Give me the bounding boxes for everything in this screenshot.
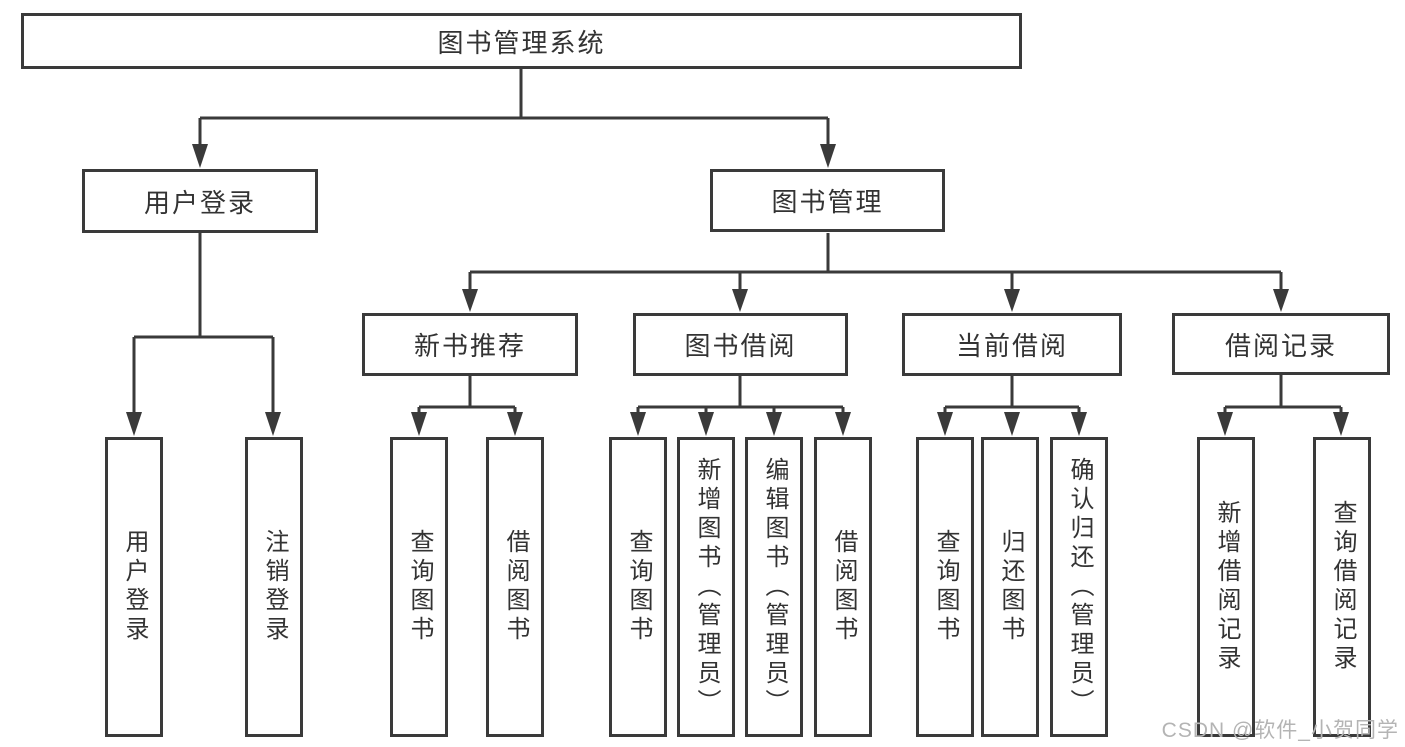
leaf-query-books: 查询图书 — [390, 437, 448, 737]
leaf-label: 查询图书 — [932, 529, 959, 645]
leaf-edit-books-admin: 编辑图书（管理员） — [745, 437, 803, 737]
leaf-label: 借阅图书 — [830, 529, 857, 645]
node-label: 图书管理 — [771, 187, 884, 217]
leaf-query-borrow-record: 查询借阅记录 — [1313, 437, 1371, 737]
node-label: 图书管理系统 — [437, 27, 606, 58]
node-label: 借阅记录 — [1224, 330, 1337, 361]
leaf-label: 查询图书 — [625, 529, 652, 645]
leaf-label: 用户登录 — [121, 529, 148, 645]
node-label: 用户登录 — [143, 187, 256, 218]
node-user-login: 用户登录 — [82, 169, 318, 233]
leaf-user-login: 用户登录 — [105, 437, 163, 737]
leaf-add-borrow-record: 新增借阅记录 — [1197, 437, 1255, 737]
leaf-label: 新增借阅记录 — [1213, 500, 1240, 674]
leaf-query-books: 查询图书 — [916, 437, 974, 737]
node-label: 新书推荐 — [413, 331, 526, 361]
node-new-book-recommend: 新书推荐 — [362, 313, 578, 376]
node-borrow-records: 借阅记录 — [1172, 313, 1390, 375]
leaf-label: 编辑图书（管理员） — [761, 456, 788, 718]
node-book-borrow: 图书借阅 — [633, 313, 848, 376]
leaf-return-books: 归还图书 — [981, 437, 1039, 737]
leaf-logout: 注销登录 — [245, 437, 303, 737]
leaf-label: 确认归还（管理员） — [1066, 456, 1093, 718]
watermark: CSDN @软件_小贺同学 — [1161, 719, 1399, 742]
leaf-confirm-return-admin: 确认归还（管理员） — [1050, 437, 1108, 737]
leaf-label: 新增图书（管理员） — [693, 456, 720, 718]
node-book-management: 图书管理 — [710, 169, 945, 232]
leaf-label: 借阅图书 — [502, 529, 529, 645]
leaf-borrow-books: 借阅图书 — [814, 437, 872, 737]
leaf-label: 查询借阅记录 — [1329, 500, 1356, 674]
node-label: 当前借阅 — [955, 331, 1068, 361]
node-current-borrow: 当前借阅 — [902, 313, 1122, 376]
leaf-add-books-admin: 新增图书（管理员） — [677, 437, 735, 737]
leaf-query-books: 查询图书 — [609, 437, 667, 737]
node-label: 图书借阅 — [684, 331, 797, 361]
node-library-system: 图书管理系统 — [21, 13, 1022, 69]
leaf-label: 归还图书 — [997, 529, 1024, 645]
leaf-label: 注销登录 — [261, 529, 288, 645]
leaf-label: 查询图书 — [406, 529, 433, 645]
leaf-borrow-books: 借阅图书 — [486, 437, 544, 737]
